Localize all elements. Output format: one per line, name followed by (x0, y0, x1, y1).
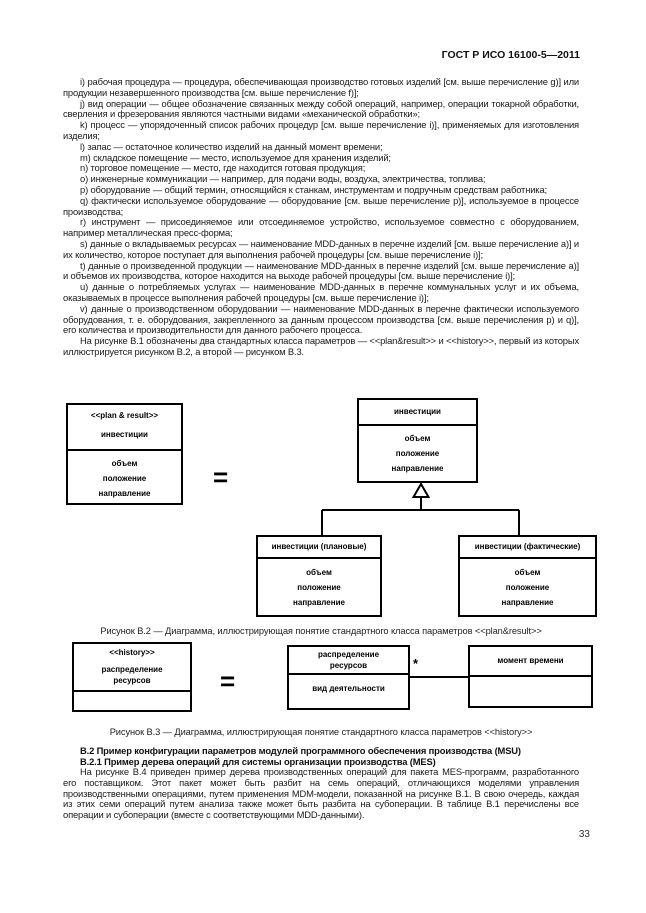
equals-sign: = (213, 462, 229, 492)
body-paragraph: k) процесс — упорядоченный список рабочи… (63, 119, 579, 141)
class-attributes: объем положение направление (258, 557, 380, 615)
class-name: момент времени (497, 656, 564, 665)
uml-class-investments-planned: инвестиции (плановые) объем положение на… (256, 535, 382, 617)
class-name: распределение ресурсов (317, 650, 380, 670)
section-b21-text: На рисунке В.4 приведен пример дерева пр… (63, 766, 579, 821)
body-paragraph: o) инженерные коммуникации — например, д… (80, 173, 486, 185)
body-paragraph: m) складское помещение — место, использу… (80, 151, 391, 163)
body-paragraph: На рисунке В.4 приведен пример дерева пр… (63, 766, 579, 821)
body-paragraph: s) данные о вкладываемых ресурсах — наим… (63, 237, 579, 260)
uml-class-investments-actual: инвестиции (фактические) объем положение… (458, 535, 597, 617)
section-heading-b2: В.2 Пример конфигурации параметров модул… (80, 745, 521, 756)
body-paragraph: q) фактически используемое оборудование … (63, 194, 579, 217)
figure-b3-caption: Рисунок В.3 — Диаграмма, иллюстрирующая … (109, 727, 533, 737)
body-paragraph: u) данные о потребляемых услугах — наиме… (63, 281, 579, 303)
body-paragraph: p) оборудование — общий термин, относящи… (80, 183, 547, 195)
body-paragraph: n) торговое помещение — место, где наход… (80, 162, 366, 174)
uml-class-investments-parent: инвестиции объем положение направление (357, 398, 478, 483)
multiplicity-star: * (413, 656, 419, 671)
class-attributes: объем положение направление (68, 449, 181, 503)
body-paragraph: r) инструмент — присоединяемое или отсое… (63, 216, 579, 239)
body-paragraph: t) данные о произведенной продукции — на… (63, 259, 579, 282)
generalization-triangle-icon (411, 481, 431, 498)
class-name: инвестиции (плановые) (271, 542, 367, 551)
generalization-connector-lines (321, 497, 520, 536)
page-number: 33 (578, 829, 590, 840)
body-paragraph: v) данные о производственном оборудовани… (63, 302, 579, 336)
body-paragraph: i) рабочая процедура — процедура, обеспе… (63, 76, 579, 98)
class-name: инвестиции (фактические) (474, 542, 581, 551)
section-heading-b21: В.2.1 Пример дерева операций для системы… (80, 756, 436, 767)
empty-compartment (470, 675, 591, 706)
class-name: инвестиции (394, 407, 441, 416)
class-stereotype: <<plan & result>> (90, 411, 159, 420)
class-attribute: вид деятельности (289, 673, 408, 708)
page-header: ГОСТ Р ИСО 16100-5—2011 (441, 49, 580, 61)
uml-class-resource-allocation: распределение ресурсов вид деятельности (287, 645, 410, 710)
class-name: инвестиции (101, 430, 148, 439)
uml-class-plan-result: <<plan & result>> инвестиции объем полож… (66, 403, 183, 505)
equals-sign: = (220, 666, 236, 696)
body-text: i) рабочая процедура — процедура, обеспе… (63, 76, 579, 358)
body-paragraph: j) вид операции — общее обозначение связ… (63, 97, 579, 120)
uml-class-time-moment: момент времени (468, 645, 593, 708)
class-name: распределение ресурсов (101, 665, 163, 685)
body-paragraph: На рисунке В.1 обозначены два стандартны… (63, 335, 579, 357)
empty-compartment (74, 690, 190, 710)
class-attributes: объем положение направление (359, 424, 476, 481)
class-attributes: объем положение направление (460, 557, 595, 615)
figure-b2-caption: Рисунок В.2 — Диаграмма, иллюстрирующая … (100, 626, 542, 636)
uml-class-history: <<history>> распределение ресурсов (72, 642, 192, 712)
class-stereotype: <<history>> (109, 648, 155, 657)
body-paragraph: l) запас — остаточное количество изделий… (80, 140, 383, 152)
